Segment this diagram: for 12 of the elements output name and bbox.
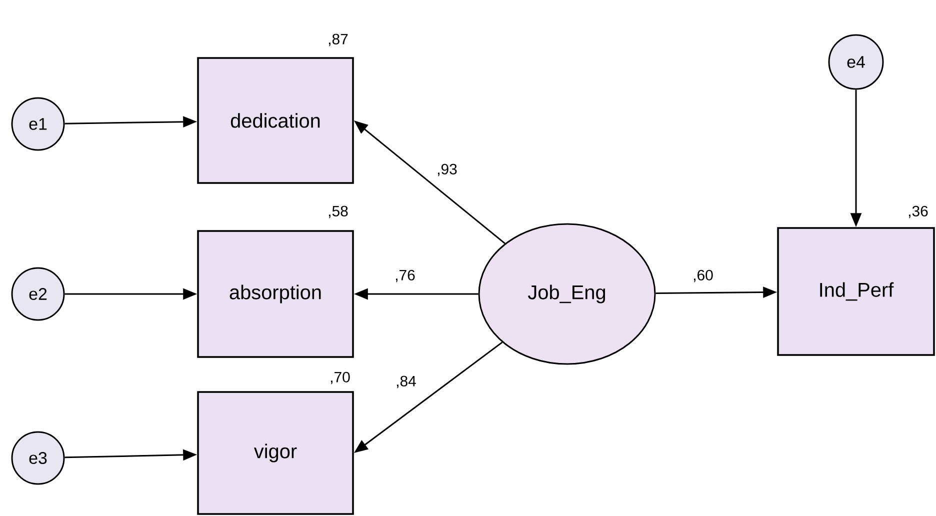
r-squared-label: ,36 bbox=[908, 206, 928, 218]
observed-variable-box: dedication bbox=[197, 57, 354, 184]
edge-label: ,84 bbox=[396, 376, 416, 388]
edge-label: ,60 bbox=[694, 270, 713, 282]
observed-variable-box: vigor bbox=[197, 391, 354, 515]
r-squared-label: ,70 bbox=[330, 372, 350, 384]
observed-variable-box: absorption bbox=[197, 230, 354, 358]
r-squared-label: ,58 bbox=[328, 206, 348, 218]
edge-label: ,76 bbox=[396, 270, 415, 282]
edge-label: ,93 bbox=[438, 164, 457, 176]
observed-variable-box: Ind_Perf bbox=[777, 227, 935, 356]
r-squared-label: ,87 bbox=[328, 34, 348, 46]
